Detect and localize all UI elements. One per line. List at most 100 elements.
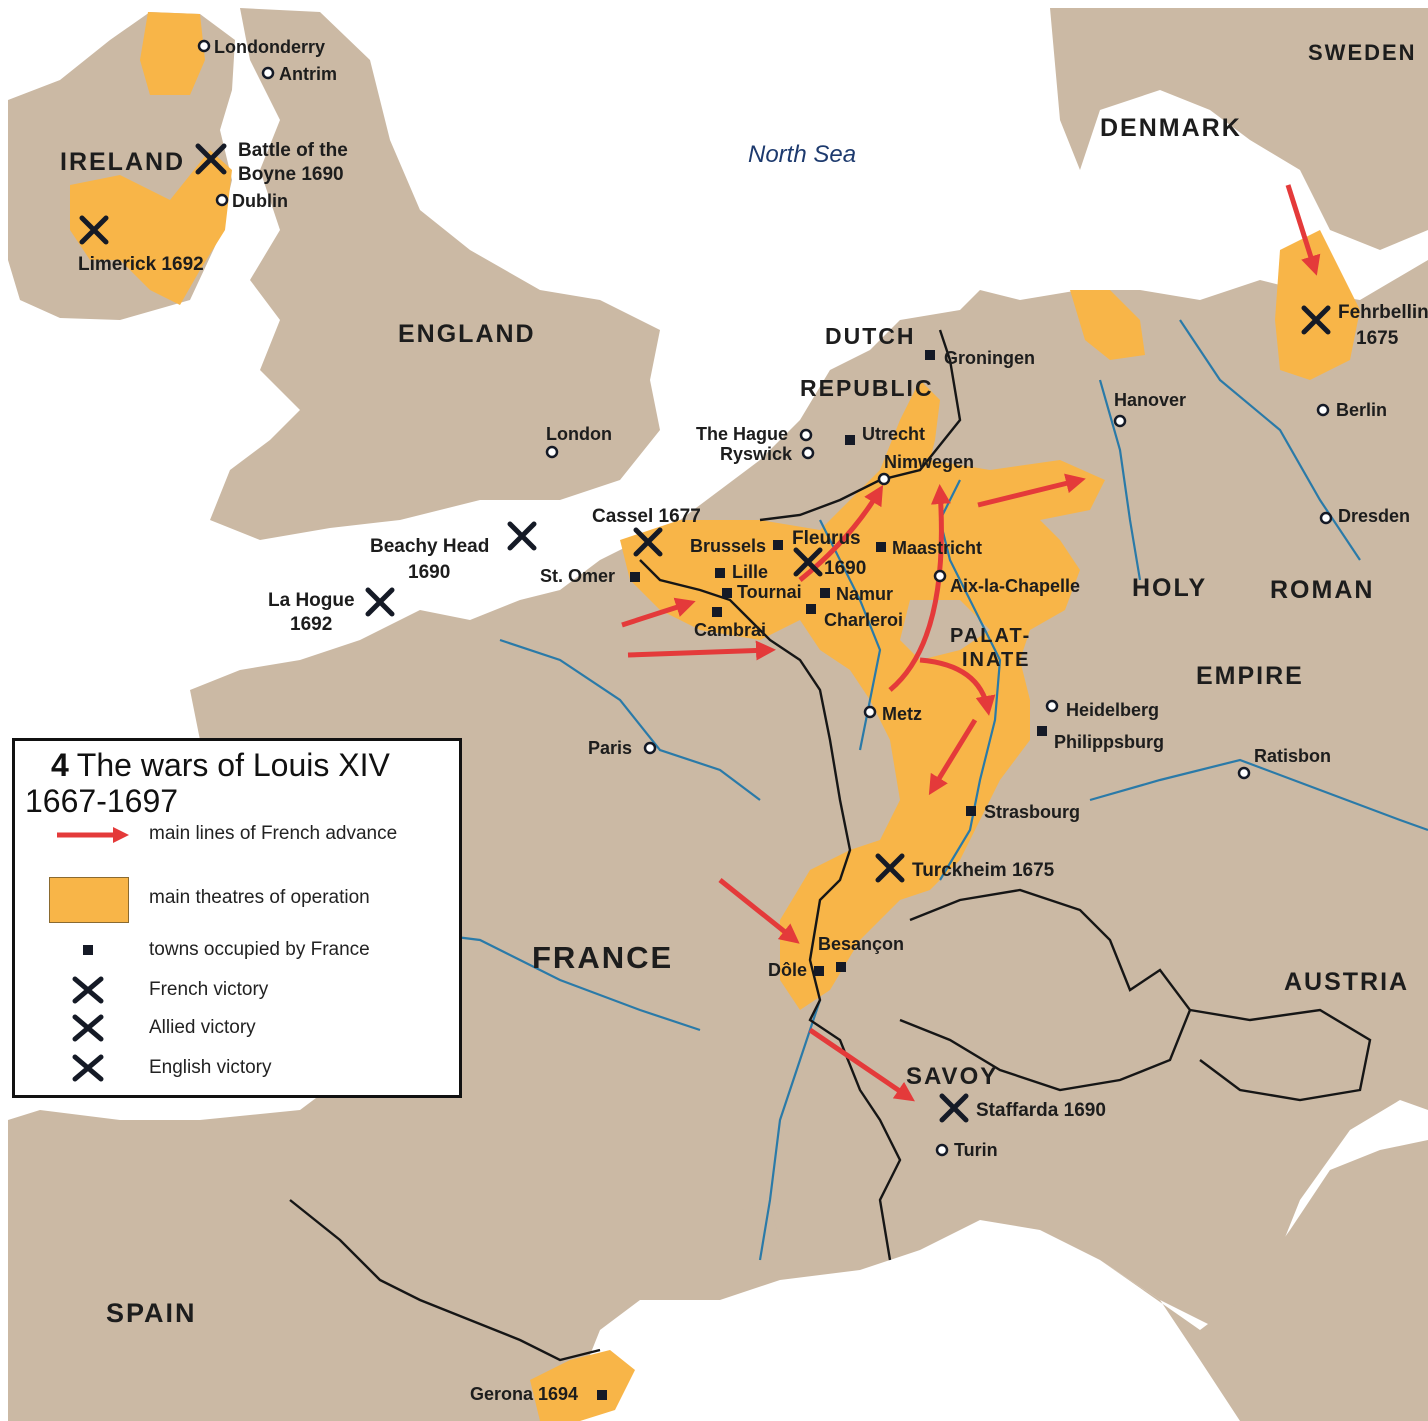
label-lille: Lille <box>732 562 768 582</box>
label-staffarda: Staffarda 1690 <box>976 1100 1106 1121</box>
label-dole: Dôle <box>768 960 807 980</box>
town-st-omer-marker <box>630 572 640 582</box>
town-strasbourg-marker <box>966 806 976 816</box>
label-the-hague: The Hague <box>696 424 788 444</box>
label-beachy-1: Beachy Head <box>370 536 489 557</box>
label-utrecht: Utrecht <box>862 424 925 444</box>
country-spain: SPAIN <box>106 1298 197 1328</box>
label-paris: Paris <box>588 738 632 758</box>
town-berlin-marker <box>1316 403 1330 417</box>
town-heidelberg-marker <box>1045 699 1059 713</box>
label-philippsburg: Philippsburg <box>1054 732 1164 752</box>
label-london: London <box>546 424 612 444</box>
town-tournai-marker <box>722 588 732 598</box>
border-swiss <box>899 888 1192 1092</box>
town-labels: Londonderry Antrim Dublin London The Hag… <box>214 37 1410 1404</box>
advance-arrow <box>808 1027 915 1102</box>
town-hanover-marker <box>1113 414 1127 428</box>
country-holy: HOLY <box>1132 574 1207 602</box>
town-groningen-marker <box>925 350 935 360</box>
label-fehrbellin-1: Fehrbellin <box>1338 302 1428 323</box>
country-roman: ROMAN <box>1270 576 1374 604</box>
advance-arrow <box>627 640 776 661</box>
label-dresden: Dresden <box>1338 506 1410 526</box>
country-republic: REPUBLIC <box>800 375 934 401</box>
label-boyne-2: Boyne 1690 <box>238 164 344 185</box>
town-gerona-marker <box>597 1390 607 1400</box>
occupied-square-icon <box>83 945 93 955</box>
label-st-omer: St. Omer <box>540 566 615 586</box>
theatre-swatch-icon <box>49 877 129 923</box>
label-ryswick: Ryswick <box>720 444 793 464</box>
border-france-north <box>639 559 902 1261</box>
river-weser <box>1098 379 1142 581</box>
country-england: ENGLAND <box>398 320 536 348</box>
town-brussels-marker <box>773 540 783 550</box>
label-dublin: Dublin <box>232 191 288 211</box>
battle-staffarda-marker <box>939 1093 969 1123</box>
north-sea-label: North Sea <box>748 141 856 168</box>
label-cambrai: Cambrai <box>694 620 766 640</box>
town-utrecht-marker <box>845 435 855 445</box>
theatre-catalonia <box>530 1350 635 1421</box>
battle-beachy-head-marker <box>507 521 537 551</box>
label-groningen: Groningen <box>944 348 1035 368</box>
advance-arrow <box>718 878 800 944</box>
label-gerona: Gerona 1694 <box>470 1384 578 1404</box>
river-rhone <box>758 999 822 1261</box>
battle-cassel-marker <box>633 527 663 557</box>
english-victory-icon <box>72 1054 104 1082</box>
label-fleurus-1: Fleurus <box>792 528 861 549</box>
advance-arrows <box>621 184 1321 1102</box>
country-palat: PALAT- <box>950 625 1031 647</box>
town-dresden-marker <box>1319 511 1333 525</box>
town-the-hague-marker <box>799 428 813 442</box>
town-ryswick-marker <box>801 446 815 460</box>
battle-limerick-marker <box>79 215 109 245</box>
battle-la-hogue-marker <box>365 587 395 617</box>
country-labels: IRELAND ENGLAND DUTCH REPUBLIC DENMARK S… <box>60 40 1415 1328</box>
battle-boyne-marker <box>195 143 227 175</box>
label-limerick: Limerick 1692 <box>78 254 204 275</box>
river-seine <box>499 638 761 801</box>
advance-arrow <box>888 484 951 692</box>
battle-markers <box>79 143 1331 1123</box>
town-metz-marker <box>863 705 877 719</box>
french-victory-icon <box>72 976 104 1004</box>
theatre-ireland-south <box>70 150 232 305</box>
label-tournai: Tournai <box>737 582 802 602</box>
town-cambrai-marker <box>712 607 722 617</box>
advance-arrow <box>928 718 978 796</box>
town-nimwegen-marker <box>877 472 891 486</box>
town-ratisbon-marker <box>1237 766 1251 780</box>
border-austria <box>1189 1008 1372 1102</box>
town-philippsburg-marker <box>1037 726 1047 736</box>
river-danube <box>1089 758 1428 832</box>
town-dole-marker <box>814 966 824 976</box>
advance-arrow <box>977 473 1086 508</box>
label-maastricht: Maastricht <box>892 538 982 558</box>
theatre-low-countries <box>620 380 1105 1010</box>
town-circles <box>197 39 1333 1157</box>
town-london-marker <box>545 445 559 459</box>
italy-land <box>1100 1140 1428 1421</box>
battle-turckheim-marker <box>875 853 905 883</box>
label-berlin: Berlin <box>1336 400 1387 420</box>
label-nimwegen: Nimwegen <box>884 452 974 472</box>
label-fehrbellin-2: 1675 <box>1356 328 1399 349</box>
town-charleroi-marker <box>806 604 816 614</box>
borders <box>289 329 1372 1362</box>
advance-arrow <box>919 657 996 716</box>
legend-advance-label: main lines of French advance <box>149 823 398 844</box>
label-hogue-2: 1692 <box>290 614 332 635</box>
map-number: 4 <box>51 747 69 783</box>
great-britain-land <box>210 8 660 540</box>
legend-occupied-label: towns occupied by France <box>149 939 370 960</box>
country-dutch: DUTCH <box>825 323 916 349</box>
town-besancon-marker <box>836 962 846 972</box>
legend-theatres-label: main theatres of operation <box>149 887 370 908</box>
town-turin-marker <box>935 1143 949 1157</box>
country-inate: INATE <box>962 649 1031 671</box>
town-namur-marker <box>820 588 830 598</box>
label-hogue-1: La Hogue <box>268 590 355 611</box>
